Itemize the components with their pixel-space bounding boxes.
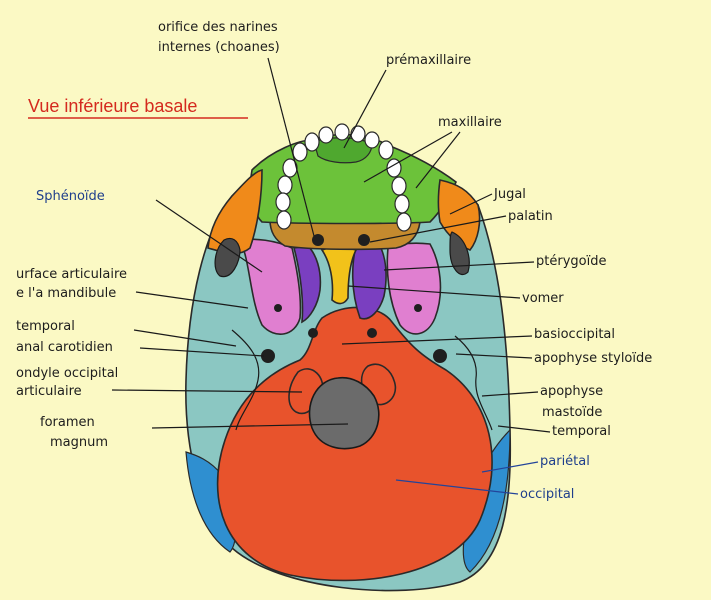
jugal-left [207, 168, 263, 255]
label-pterygoide: ptérygoïde [536, 254, 606, 269]
label-surface-2: e l'a mandibule [16, 286, 116, 301]
leader-palatin [369, 215, 507, 243]
leader-vomer [347, 285, 521, 299]
label-temporal-right: temporal [552, 424, 611, 439]
foramen-magnum [308, 376, 380, 450]
leader-canal [139, 347, 265, 357]
leader-basioccipital [341, 335, 533, 345]
pterygoid-left [292, 245, 322, 324]
label-maxillaire: maxillaire [438, 115, 502, 130]
temporal-left-contour [231, 329, 260, 431]
leader-maxillaire-1 [363, 131, 453, 183]
label-foramen-2: magnum [50, 435, 108, 450]
articular-surface-right [449, 231, 470, 276]
label-palatin: palatin [508, 209, 553, 224]
label-premaxillaire: prémaxillaire [386, 53, 471, 68]
label-occipital: occipital [520, 487, 574, 502]
label-temporal-left: temporal [16, 319, 75, 334]
leader-condyle [111, 389, 303, 393]
temporal-right-contour [454, 335, 493, 431]
label-choanes-1: orifice des narines [158, 20, 278, 35]
label-sphenoide: Sphénoïde [36, 189, 105, 204]
sphenoid-right [386, 242, 442, 335]
label-apophyse-mastoide-2: mastoïde [542, 405, 602, 420]
leader-surface [135, 291, 249, 309]
label-choanes-2: internes (choanes) [158, 40, 280, 55]
articular-surface-left [214, 237, 241, 278]
pterygoid-right [351, 245, 387, 320]
label-jugal: Jugal [493, 187, 526, 202]
label-parietal: pariétal [540, 454, 590, 469]
label-canal: anal carotidien [16, 340, 113, 355]
teeth [275, 123, 412, 232]
leader-premaxillaire [343, 69, 387, 149]
leader-temporal-left [133, 329, 237, 347]
label-condyle-1: ondyle occipital [16, 366, 118, 381]
label-apophyse-mastoide-1: apophyse [540, 384, 603, 399]
leader-apophyse-styloide [455, 353, 533, 359]
label-basioccipital: basioccipital [534, 327, 615, 342]
sphenoid-left [238, 238, 302, 335]
leader-parietal [481, 461, 539, 473]
leader-apophyse-mastoide [481, 391, 539, 397]
foramina [261, 234, 447, 363]
leader-temporal-right [497, 425, 551, 433]
label-apophyse-styloide: apophyse styloïde [534, 351, 652, 366]
leader-maxillaire-2 [415, 131, 461, 189]
label-foramen-1: foramen [40, 415, 95, 430]
leader-foramen [151, 423, 349, 429]
leader-sphenoide [155, 199, 263, 273]
leader-choanes [267, 57, 315, 237]
jugal-right [437, 179, 481, 251]
leader-occipital [395, 479, 519, 495]
diagram-title: Vue inférieure basale [28, 96, 197, 116]
label-condyle-2: articulaire [16, 384, 82, 399]
label-surface-1: urface articulaire [16, 267, 127, 282]
leader-jugal [449, 193, 493, 215]
leader-pterygoide [383, 261, 535, 271]
label-vomer: vomer [522, 291, 564, 306]
